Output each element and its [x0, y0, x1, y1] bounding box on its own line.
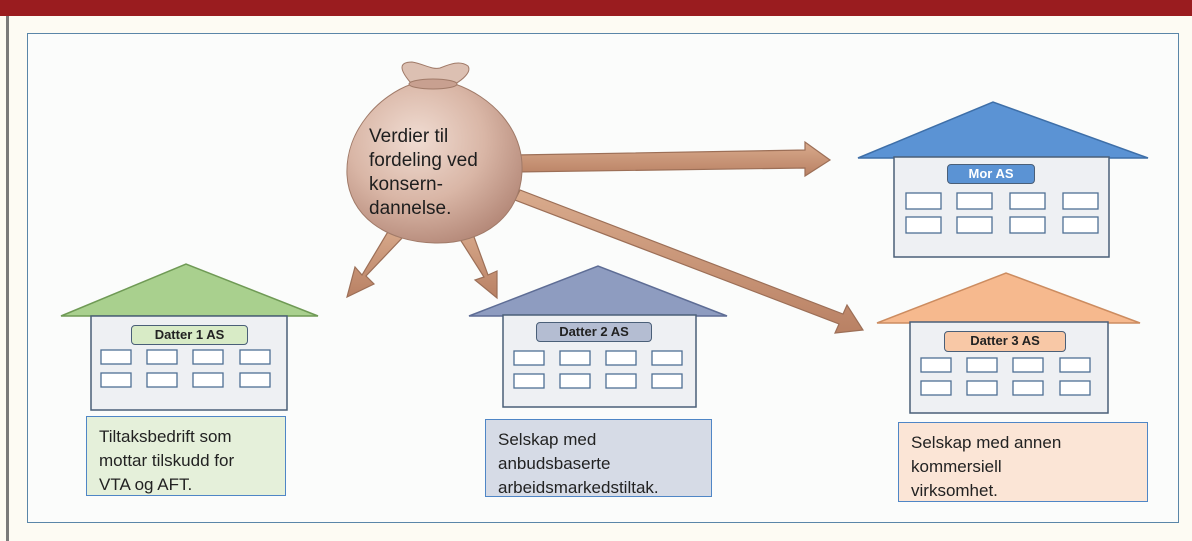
note-line: mottar tilskudd for — [99, 451, 235, 470]
house-datter3 — [876, 272, 1141, 414]
roof-datter3 — [876, 272, 1141, 324]
roof-datter2 — [468, 265, 728, 317]
datter3-description: Selskap med annen kommersiell virksomhet… — [898, 422, 1148, 502]
windows-datter2 — [513, 350, 683, 389]
arrow-to-datter3 — [514, 189, 865, 334]
arrow-to-mor — [514, 140, 832, 178]
note-line: anbudsbaserte — [498, 454, 611, 473]
datter2-as-label: Datter 2 AS — [536, 322, 652, 342]
datter1-description: Tiltaksbedrift som mottar tilskudd for V… — [86, 416, 286, 496]
value-sack — [346, 61, 523, 244]
sack-line: fordeling ved — [369, 150, 478, 171]
windows-mor — [905, 192, 1099, 234]
arrows — [346, 140, 865, 334]
note-line: virksomhet. — [911, 481, 998, 500]
left-border-line — [6, 16, 9, 541]
note-line: kommersiell — [911, 457, 1002, 476]
datter1-as-label: Datter 1 AS — [131, 325, 248, 345]
sack-label: Verdier til fordeling ved konsern- danne… — [369, 125, 509, 221]
datter2-description: Selskap med anbudsbaserte arbeidsmarkeds… — [485, 419, 712, 497]
note-line: arbeidsmarkedstiltak. — [498, 478, 659, 497]
roof-mor — [857, 101, 1149, 159]
note-line: Selskap med — [498, 430, 597, 449]
sack-line: Verdier til — [369, 126, 449, 147]
datter3-as-label: Datter 3 AS — [944, 331, 1066, 352]
sack-line: konsern- — [369, 174, 443, 195]
windows-datter1 — [100, 349, 271, 388]
sack-line: dannelse. — [369, 198, 452, 219]
mor-as-label: Mor AS — [947, 164, 1035, 184]
note-line: Selskap med annen — [911, 433, 1062, 452]
roof-datter1 — [60, 263, 319, 317]
note-line: Tiltaksbedrift som — [99, 427, 232, 446]
note-line: VTA og AFT. — [99, 475, 193, 494]
header-bar — [0, 0, 1192, 16]
house-mor — [857, 101, 1149, 258]
windows-datter3 — [920, 357, 1091, 396]
arrow-to-datter1 — [346, 224, 405, 299]
